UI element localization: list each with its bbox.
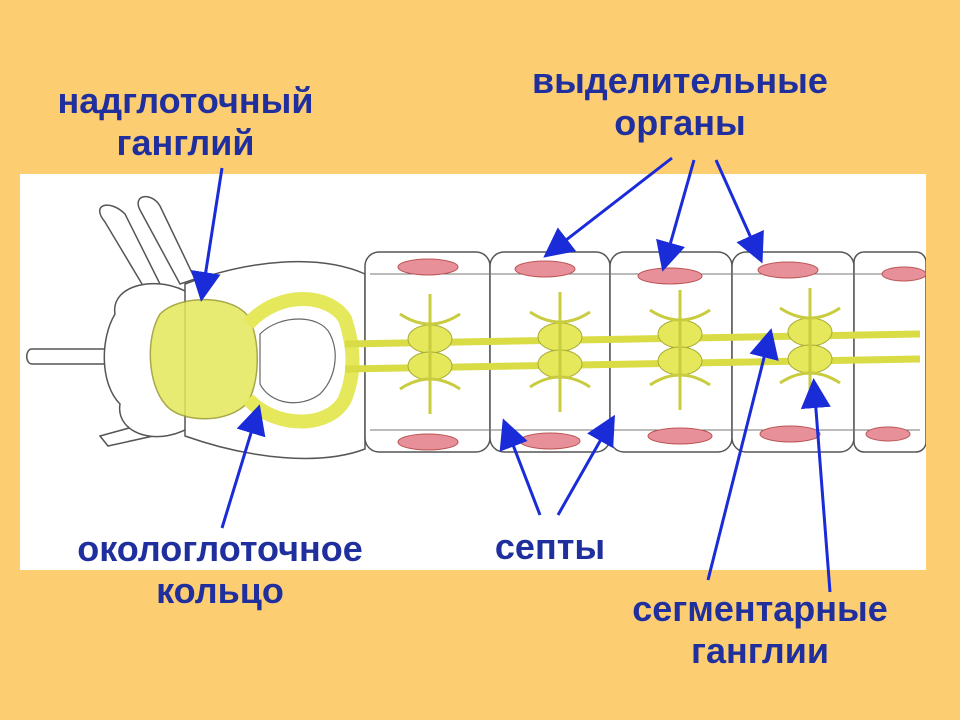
label-pharyngeal-ring: окологлоточное кольцо [40,528,400,612]
label-excretory-organs: выделительные органы [500,60,860,144]
label-supraesophageal-ganglion: надглоточный ганглий [28,80,343,164]
diagram-panel [20,174,927,570]
body-segments [364,251,927,453]
worm-illustration [26,196,927,460]
label-excretory-line2: органы [614,102,746,143]
label-pharyngeal-line2: кольцо [156,570,284,611]
label-excretory-line1: выделительные [532,60,828,101]
label-septa-line1: септы [494,526,606,567]
antenna-upper-left [99,204,162,290]
segment-5 [853,251,927,453]
antenna-upper-right [137,196,197,285]
label-segmental-line1: сегментарные [632,588,888,629]
label-pharyngeal-line1: окологлоточное [77,528,363,569]
pharyngeal-ring-shape [242,292,360,429]
label-segmental-line2: ганглии [691,630,829,671]
label-segmental-ganglia: сегментарные ганглии [590,588,930,672]
supraesophageal-ganglion [149,298,258,420]
pharynx-center [259,318,336,404]
label-supraesophageal-line1: надглоточный [57,80,314,121]
label-supraesophageal-line2: ганглий [116,122,255,163]
label-septa: септы [470,526,630,568]
